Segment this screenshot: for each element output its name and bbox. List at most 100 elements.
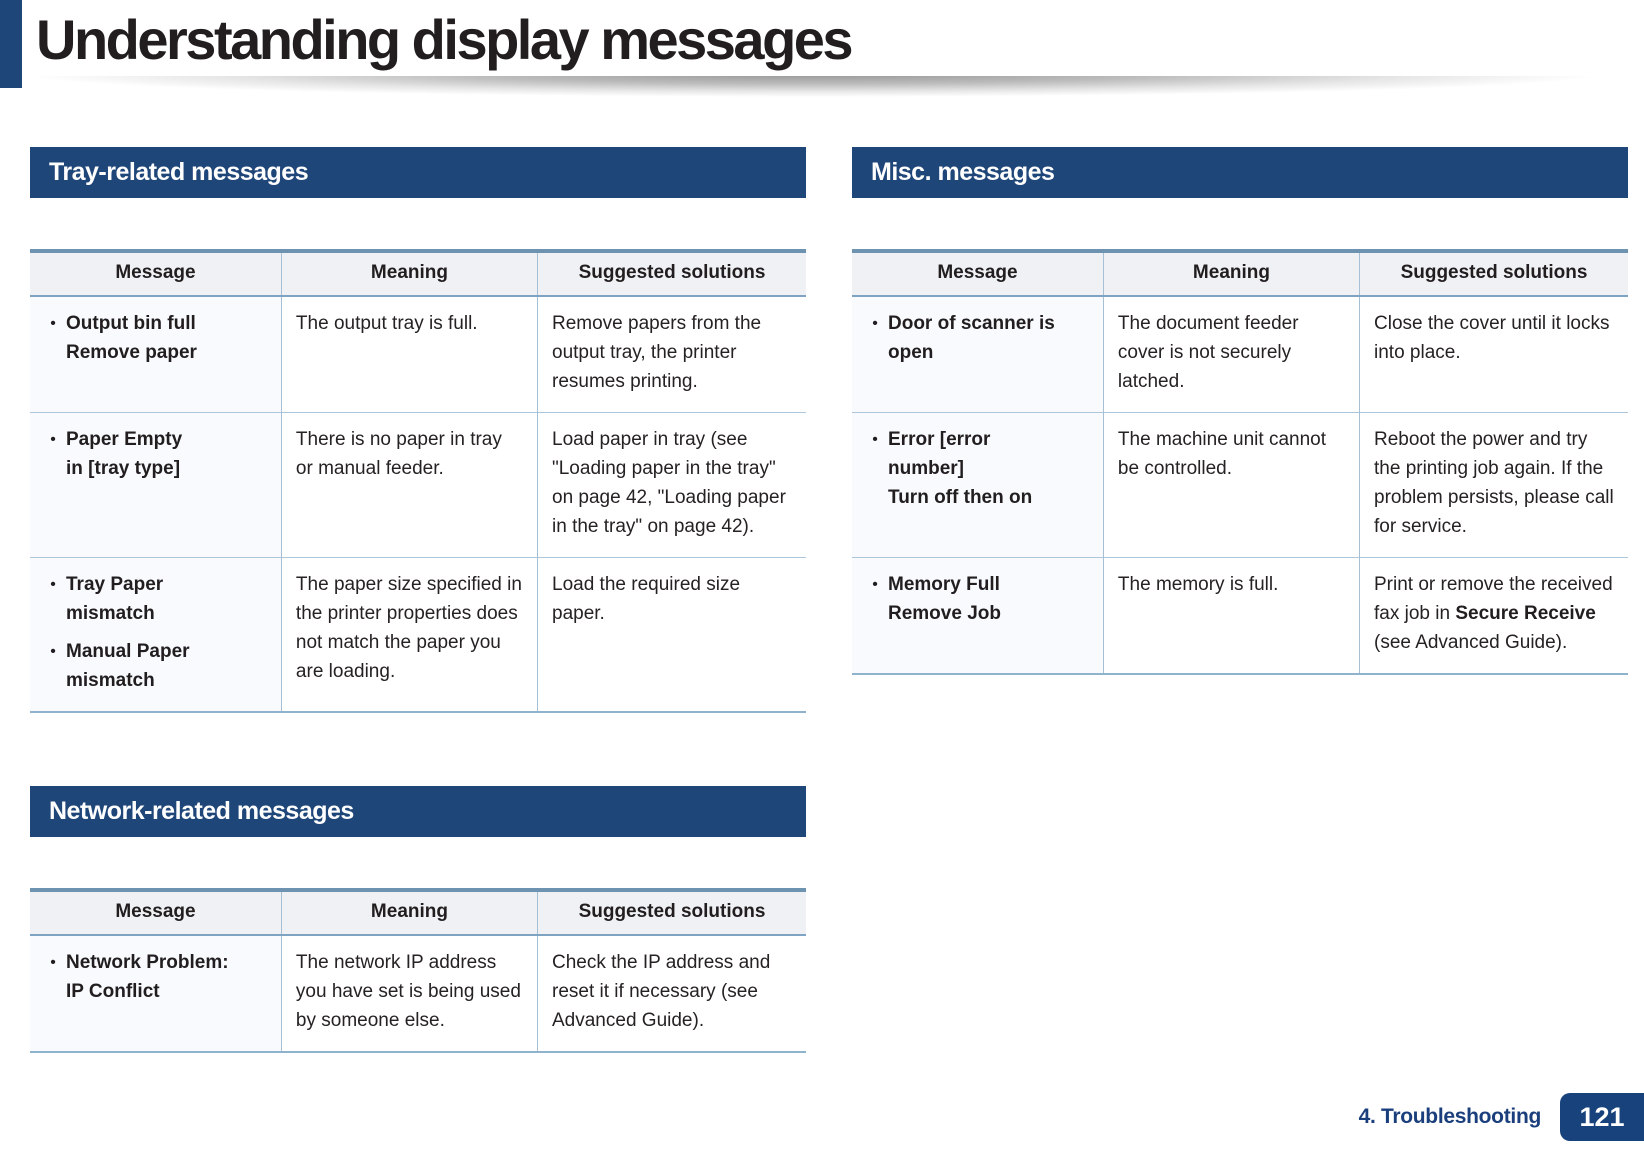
bullet-icon: • xyxy=(872,431,878,448)
message-cell: • Output bin full Remove paper xyxy=(30,296,282,413)
page-number-badge: 121 xyxy=(1560,1093,1644,1141)
table-header-row: Message Meaning Suggested solutions xyxy=(30,890,806,936)
table-row: • Door of scanner is open The document f… xyxy=(852,296,1628,413)
section-heading-misc: Misc. messages xyxy=(852,147,1628,198)
table-row: • Output bin full Remove paper The outpu… xyxy=(30,296,806,413)
message-text: Network Problem: IP Conflict xyxy=(66,948,229,1006)
solution-text-part: Print or remove the received fax job in xyxy=(1374,574,1613,624)
meaning-cell: The memory is full. xyxy=(1102,557,1360,674)
message-line: Memory Full xyxy=(888,574,1000,595)
column-header-solutions: Suggested solutions xyxy=(1359,251,1628,297)
message-text: Paper Empty in [tray type] xyxy=(66,425,182,483)
column-header-solutions: Suggested solutions xyxy=(537,890,806,936)
message-text: Manual Paper mismatch xyxy=(66,637,190,695)
message-line: Remove paper xyxy=(66,342,197,363)
misc-messages-table: Message Meaning Suggested solutions • Do… xyxy=(852,249,1628,675)
message-line: Remove Job xyxy=(888,603,1001,624)
message-cell: • Tray Paper mismatch • Manual Paper mis… xyxy=(30,557,282,712)
table-row: • Memory Full Remove Job The memory is f… xyxy=(852,557,1628,674)
table-header-row: Message Meaning Suggested solutions xyxy=(30,251,806,297)
bullet-icon: • xyxy=(872,315,878,332)
solution-cell: Close the cover until it locks into plac… xyxy=(1359,296,1628,413)
message-cell: • Paper Empty in [tray type] xyxy=(30,412,282,558)
solution-text-bold: Secure Receive xyxy=(1455,603,1596,624)
page-footer: 4. Troubleshooting 121 xyxy=(1359,1093,1644,1141)
message-line: in [tray type] xyxy=(66,458,181,479)
solution-text-part: (see Advanced Guide). xyxy=(1374,632,1568,653)
network-messages-table: Message Meaning Suggested solutions • Ne… xyxy=(30,888,806,1053)
footer-chapter-label: 4. Troubleshooting xyxy=(1358,1105,1542,1128)
table-row: • Network Problem: IP Conflict The netwo… xyxy=(30,935,806,1052)
solution-cell: Remove papers from the output tray, the … xyxy=(537,296,806,413)
column-header-message: Message xyxy=(852,251,1104,297)
column-header-meaning: Meaning xyxy=(280,251,538,297)
message-bullet-item: • Manual Paper mismatch xyxy=(40,637,273,695)
meaning-cell: The paper size specified in the printer … xyxy=(280,557,538,712)
solution-cell: Reboot the power and try the printing jo… xyxy=(1359,412,1628,558)
column-header-solutions: Suggested solutions xyxy=(537,251,806,297)
message-line: Manual Paper xyxy=(66,641,190,662)
column-header-meaning: Meaning xyxy=(280,890,538,936)
solution-cell: Load paper in tray (see "Loading paper i… xyxy=(537,412,806,558)
bullet-icon: • xyxy=(50,576,56,593)
bullet-icon: • xyxy=(50,431,56,448)
message-text: Memory Full Remove Job xyxy=(888,570,1001,628)
meaning-cell: The document feeder cover is not securel… xyxy=(1102,296,1360,413)
message-line: Paper Empty xyxy=(66,429,183,450)
message-text: Tray Paper mismatch xyxy=(66,570,163,628)
message-bullet-item: • Error [error number] Turn off then on xyxy=(862,425,1095,512)
message-bullet-item: • Paper Empty in [tray type] xyxy=(40,425,273,483)
message-line: Error [error xyxy=(888,429,991,450)
section-heading-network: Network-related messages xyxy=(30,786,806,837)
meaning-cell: The network IP address you have set is b… xyxy=(280,935,538,1052)
message-line: Door of scanner is xyxy=(888,313,1055,334)
meaning-cell: The machine unit cannot be controlled. xyxy=(1102,412,1360,558)
page-header: Understanding display messages xyxy=(0,0,1644,98)
left-column: Tray-related messages Message Meaning Su… xyxy=(30,147,806,1053)
column-header-meaning: Meaning xyxy=(1102,251,1360,297)
message-bullet-item: • Tray Paper mismatch xyxy=(40,570,273,628)
title-shadow-divider xyxy=(36,76,1590,98)
bullet-icon: • xyxy=(872,576,878,593)
meaning-cell: There is no paper in tray or manual feed… xyxy=(280,412,538,558)
solution-cell: Check the IP address and reset it if nec… xyxy=(537,935,806,1052)
solution-cell: Print or remove the received fax job in … xyxy=(1359,557,1628,674)
message-line: mismatch xyxy=(66,670,155,691)
message-cell: • Memory Full Remove Job xyxy=(852,557,1104,674)
message-line: Output bin full xyxy=(66,313,196,334)
message-bullet-item: • Network Problem: IP Conflict xyxy=(40,948,273,1006)
meaning-cell: The output tray is full. xyxy=(280,296,538,413)
message-cell: • Network Problem: IP Conflict xyxy=(30,935,282,1052)
section-heading-tray: Tray-related messages xyxy=(30,147,806,198)
message-cell: • Door of scanner is open xyxy=(852,296,1104,413)
column-header-message: Message xyxy=(30,251,282,297)
message-line: Turn off then on xyxy=(888,487,1033,508)
message-line: IP Conflict xyxy=(66,981,160,1002)
message-bullet-item: • Memory Full Remove Job xyxy=(862,570,1095,628)
message-text: Door of scanner is open xyxy=(888,309,1055,367)
right-column: Misc. messages Message Meaning Suggested… xyxy=(852,147,1628,1053)
message-bullet-item: • Door of scanner is open xyxy=(862,309,1095,367)
message-text: Error [error number] Turn off then on xyxy=(888,425,1032,512)
page-title: Understanding display messages xyxy=(36,8,854,71)
message-cell: • Error [error number] Turn off then on xyxy=(852,412,1104,558)
tray-messages-table: Message Meaning Suggested solutions • Ou… xyxy=(30,249,806,713)
message-line: Network Problem: xyxy=(66,952,229,973)
message-line: number] xyxy=(888,458,964,479)
message-line: open xyxy=(888,342,934,363)
content-columns: Tray-related messages Message Meaning Su… xyxy=(30,147,1628,1053)
message-line: mismatch xyxy=(66,603,155,624)
table-row: • Tray Paper mismatch • Manual Paper mis… xyxy=(30,557,806,712)
section-heading-label: Network-related messages xyxy=(49,797,354,825)
table-row: • Paper Empty in [tray type] There is no… xyxy=(30,412,806,558)
section-heading-label: Tray-related messages xyxy=(49,158,309,186)
message-text: Output bin full Remove paper xyxy=(66,309,197,367)
table-row: • Error [error number] Turn off then on … xyxy=(852,412,1628,558)
message-bullet-item: • Output bin full Remove paper xyxy=(40,309,273,367)
bullet-icon: • xyxy=(50,643,56,660)
message-line: Tray Paper xyxy=(66,574,164,595)
bullet-icon: • xyxy=(50,315,56,332)
table-header-row: Message Meaning Suggested solutions xyxy=(852,251,1628,297)
bullet-icon: • xyxy=(50,954,56,971)
section-heading-label: Misc. messages xyxy=(871,158,1055,186)
